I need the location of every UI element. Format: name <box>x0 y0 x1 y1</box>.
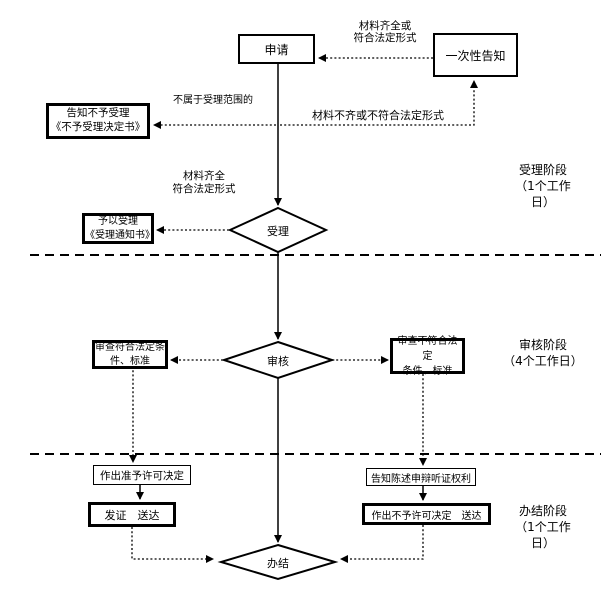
diamond-review-label: 审核 <box>267 355 289 368</box>
edge-issue-to-finish <box>131 527 214 563</box>
edge-label-not-in-scope: 不属于受理范围的 <box>173 95 253 106</box>
node-apply: 申请 <box>238 34 315 64</box>
node-inform-rights: 告知陈述申辩听证权利 <box>366 468 476 486</box>
edge-deny-to-finish <box>340 525 424 563</box>
node-grant-decision: 作出准予许可决定 <box>93 465 191 485</box>
node-issue-deliver: 发证 送达 <box>88 502 176 527</box>
node-reject-notice: 告知不予受理 《不予受理决定书》 <box>46 103 150 139</box>
node-review-pass: 审查符合法定条 件、标准 <box>92 340 168 369</box>
edge-to-one-time-notice <box>280 80 478 126</box>
diamond-accept-label: 受理 <box>267 225 289 238</box>
node-accept-notice: 予以受理 《受理通知书》 <box>82 213 155 244</box>
edge-label-complete-or-legal-form: 材料齐全或 符合法定形式 <box>353 20 417 44</box>
stage-label-review: 审核阶段 （4个工作日） <box>503 338 583 368</box>
stage-label-accept: 受理阶段 （1个工作 日） <box>515 163 571 209</box>
diamond-finish <box>217 543 339 581</box>
diamond-accept <box>227 206 329 254</box>
stage-label-finish: 办结阶段 （1个工作 日） <box>515 504 571 550</box>
node-review-fail: 审查不符合法定 条件、标准 <box>390 336 465 377</box>
diamond-review <box>220 340 336 380</box>
node-one-time-notice: 一次性告知 <box>433 33 518 77</box>
diamond-finish-label: 办结 <box>267 557 289 570</box>
edge-label-incomplete-or-illegal-form: 材料不齐或不符合法定形式 <box>312 109 444 122</box>
edge-label-complete-legal-form: 材料齐全 符合法定形式 <box>172 170 236 195</box>
node-deny-deliver: 作出不予许可决定 送达 <box>362 503 491 525</box>
